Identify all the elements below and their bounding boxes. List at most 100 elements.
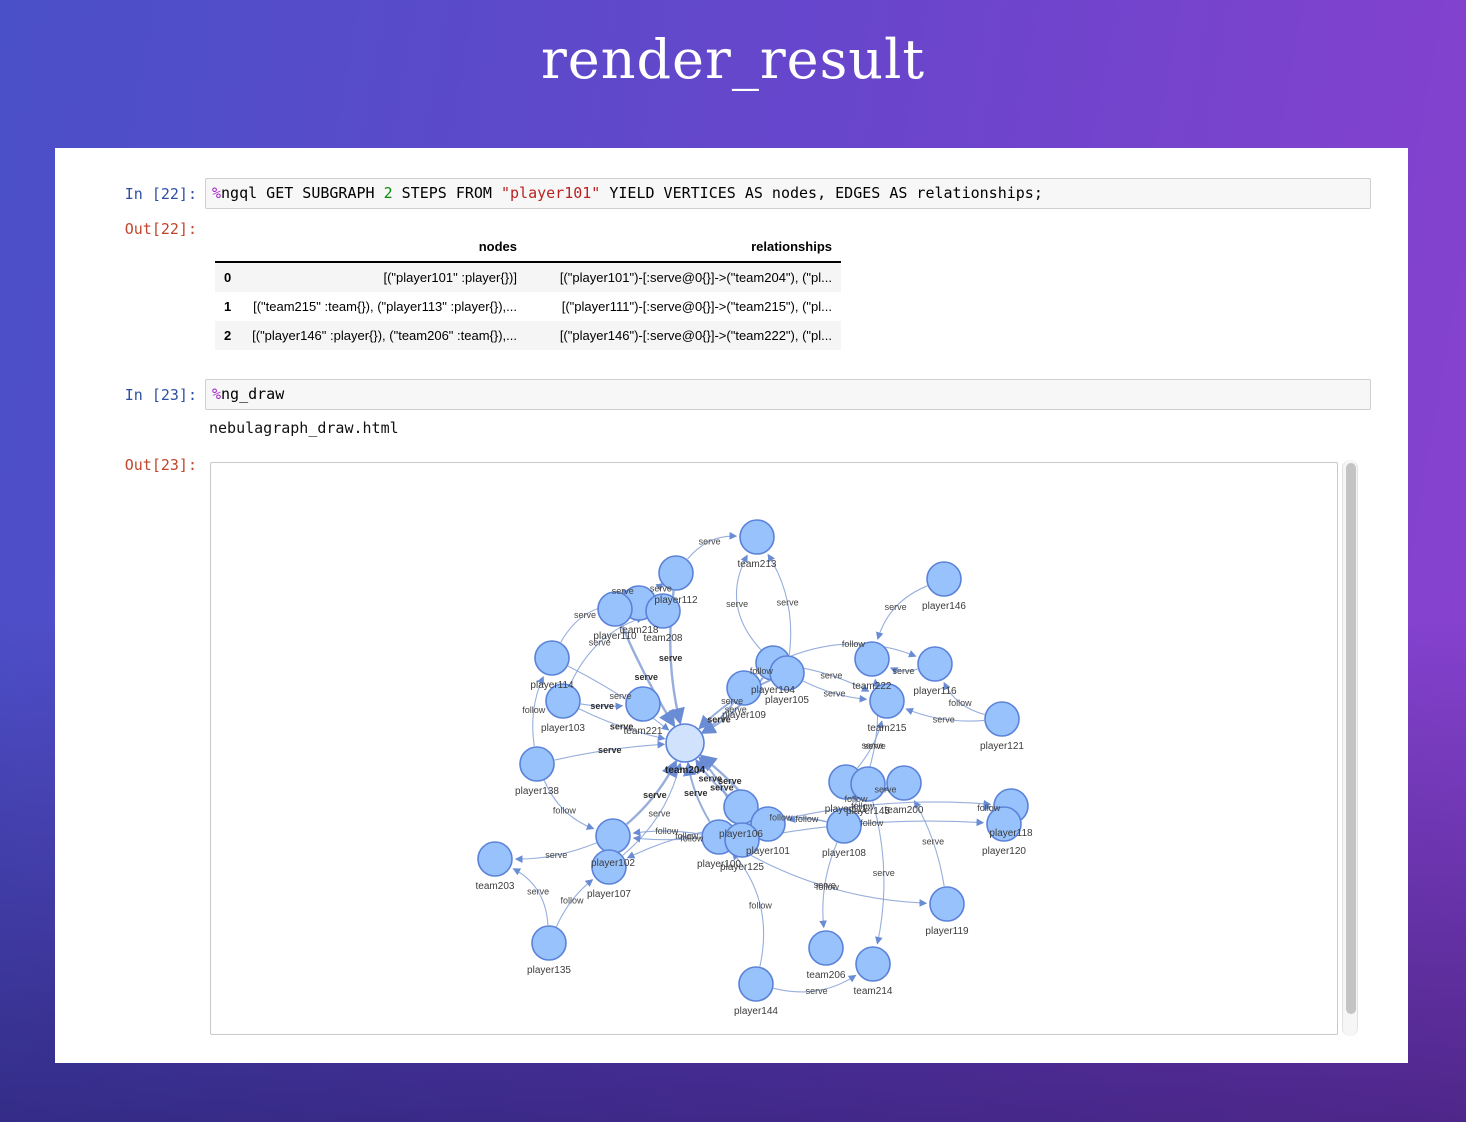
edge-label: serve — [874, 785, 896, 795]
node-label-team213: team213 — [738, 559, 777, 570]
graph-node-player116[interactable] — [917, 646, 953, 682]
graph-node-player110[interactable] — [597, 591, 633, 627]
graph-edge-player121-team215 — [905, 707, 985, 722]
graph-edge-player105-team213 — [767, 553, 792, 656]
edge-label: follow — [553, 805, 577, 815]
output-scrollbar-track[interactable] — [1342, 460, 1358, 1036]
graph-node-player108[interactable] — [826, 808, 862, 844]
graph-node-team222[interactable] — [854, 641, 890, 677]
edge-label: serve — [710, 782, 734, 792]
graph-node-team208[interactable] — [645, 593, 681, 629]
edge-label: follow — [851, 801, 875, 811]
graph-node-player144[interactable] — [738, 966, 774, 1002]
graph-node-player121[interactable] — [984, 701, 1020, 737]
nodes-cell: [("player101" :player{})] — [383, 270, 517, 285]
graph-edge-player135-player107 — [555, 879, 594, 927]
graph-edge-player104-player116 — [789, 643, 917, 658]
graph-node-team203[interactable] — [477, 841, 513, 877]
edge-label: serve — [610, 722, 634, 732]
relationships-column-header: relationships — [751, 239, 832, 254]
graph-node-player138[interactable] — [519, 746, 555, 782]
edge-label: serve — [806, 986, 828, 996]
in-23-prompt: In [23]: — [124, 386, 197, 404]
node-label-player135: player135 — [527, 965, 571, 976]
edge-label: follow — [842, 639, 866, 649]
graph-node-player103[interactable] — [545, 683, 581, 719]
graph-edge-player105-team215 — [802, 680, 868, 703]
result-table: nodes relationships 0 [("player101" :pla… — [215, 232, 841, 350]
graph-edge-player144-player100 — [731, 852, 765, 967]
graph-node-team200[interactable] — [886, 765, 922, 801]
node-label-team214: team214 — [854, 986, 893, 997]
graph-node-player119[interactable] — [929, 886, 965, 922]
edge-label: serve — [814, 880, 836, 890]
graph-edge-player103-team208 — [569, 615, 645, 685]
graph-node-player109[interactable] — [726, 670, 762, 706]
graph-node-player120[interactable] — [986, 806, 1022, 842]
graph-node-team213[interactable] — [739, 519, 775, 555]
graph-node-player102[interactable] — [595, 818, 631, 854]
relationships-cell: [("player111")-[:serve@0{}]->("team215")… — [561, 299, 832, 314]
page-title: render_result — [540, 28, 926, 91]
edge-label: serve — [589, 637, 611, 647]
edge-label: serve — [610, 691, 632, 701]
edge-label: serve — [823, 688, 845, 698]
graph-node-player125[interactable] — [724, 822, 760, 858]
edge-label: serve — [699, 536, 721, 546]
edge-label: serve — [545, 850, 567, 860]
nodes-cell: [("team215" :team{}), ("player113" :play… — [253, 299, 517, 314]
graph-node-team215[interactable] — [869, 683, 905, 719]
graph-edge-player120-player118 — [983, 803, 992, 812]
node-label-player104: player104 — [751, 685, 795, 696]
node-label-player109: player109 — [722, 710, 766, 721]
node-label-team208: team208 — [644, 633, 683, 644]
table-row: 0 [("player101" :player{})] [("player101… — [215, 262, 841, 292]
graph-node-team214[interactable] — [855, 946, 891, 982]
graph-edge-player112-team213 — [687, 531, 738, 560]
in-22-code-cell[interactable]: %ngql GET SUBGRAPH 2 STEPS FROM "player1… — [205, 178, 1371, 209]
graph-node-player135[interactable] — [531, 925, 567, 961]
graph-node-team206[interactable] — [808, 930, 844, 966]
edge-label: serve — [820, 671, 842, 681]
graph-edge-player108-team206 — [819, 842, 838, 929]
graph-node-team221[interactable] — [625, 686, 661, 722]
graph-node-player146[interactable] — [926, 561, 962, 597]
graph-node-player105[interactable] — [769, 655, 805, 691]
graph-edge-player145-team214 — [872, 801, 885, 945]
edge-label: serve — [777, 597, 799, 607]
edge-label: serve — [864, 741, 886, 751]
graph-edge-player145-player111 — [849, 792, 857, 802]
graph-node-player145[interactable] — [850, 766, 886, 802]
node-label-player102: player102 — [591, 858, 635, 869]
graph-edge-player138-player102 — [543, 780, 595, 830]
edge-label: serve — [922, 837, 944, 847]
edge-label: follow — [522, 705, 546, 715]
edge-label: serve — [698, 773, 722, 783]
graph-node-player112[interactable] — [658, 555, 694, 591]
graph-edge-player135-team203 — [512, 868, 549, 926]
in-22-prompt: In [22]: — [124, 185, 197, 203]
edge-label: serve — [659, 653, 683, 663]
in-23-code-cell[interactable]: %ng_draw — [205, 379, 1371, 410]
node-label-player103: player103 — [541, 723, 585, 734]
node-label-player119: player119 — [925, 926, 969, 937]
graph-node-player101[interactable] — [750, 806, 786, 842]
edge-label: serve — [718, 776, 742, 786]
edge-label: follow — [949, 698, 973, 708]
notebook-card: In [22]: %ngql GET SUBGRAPH 2 STEPS FROM… — [55, 148, 1408, 1063]
scrollbar-thumb[interactable] — [1346, 463, 1356, 1014]
graph-node-player107[interactable] — [591, 849, 627, 885]
graph-edge-player138-player114 — [532, 676, 544, 747]
graph-edge-player110-team218 — [621, 589, 631, 598]
edge-label: follow — [860, 818, 884, 828]
graph-node-team204[interactable] — [665, 723, 705, 763]
node-label-player107: player107 — [587, 889, 631, 900]
edge-label: follow — [675, 831, 699, 841]
graph-edge-player102-team203 — [514, 842, 597, 863]
edge-label: serve — [873, 868, 895, 878]
node-label-player118: player118 — [989, 828, 1033, 839]
graph-node-player114[interactable] — [534, 640, 570, 676]
edge-label: follow — [977, 803, 1001, 813]
